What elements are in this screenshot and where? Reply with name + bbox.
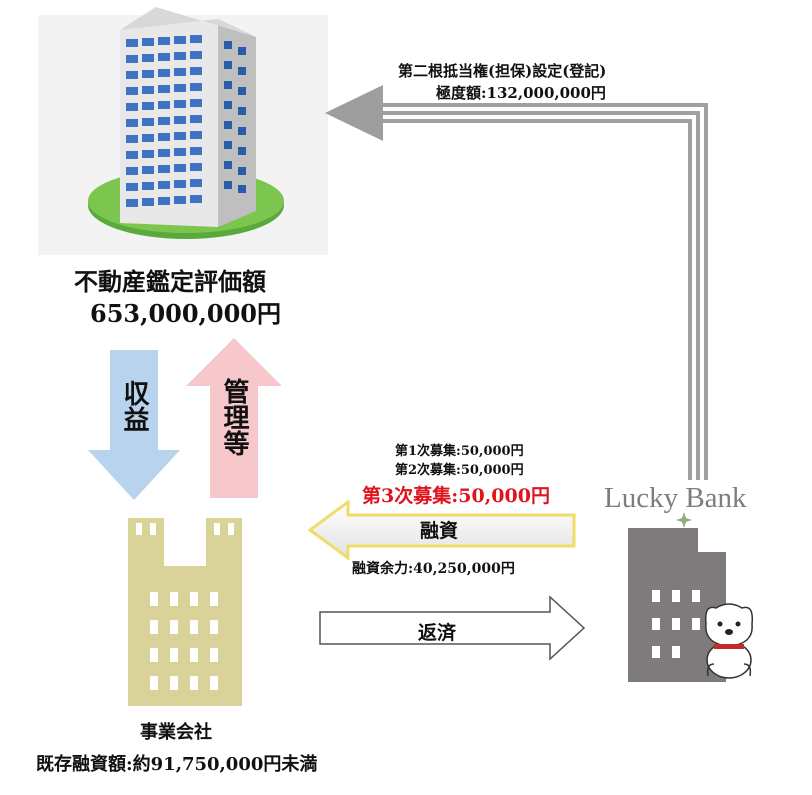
management-arrow [186, 338, 282, 498]
appraisal-value: 653,000,000円 [90, 299, 282, 328]
company-building-icon [128, 518, 242, 706]
third-recruitment: 第3次募集:50,000円 [362, 485, 550, 507]
mortgage-arrow [325, 85, 708, 480]
management-label: 管理等 [219, 378, 249, 456]
mortgage-line1: 第二根抵当権(担保)設定(登記) [398, 62, 607, 80]
financing-capacity: 融資余力:40,250,000円 [352, 561, 515, 577]
financing-label: 融資 [420, 520, 459, 542]
dog-mascot-icon [704, 603, 754, 679]
first-recruitment: 第1次募集:50,000円 [395, 444, 524, 459]
company-label: 事業会社 [140, 722, 212, 743]
second-recruitment: 第2次募集:50,000円 [395, 463, 524, 478]
existing-financing: 既存融資額:約91,750,000円未満 [36, 754, 318, 775]
appraisal-label: 不動産鑑定評価額 [74, 267, 266, 296]
bank-building-icon [628, 528, 726, 682]
income-label: 収益 [119, 380, 149, 432]
mortgage-limit: 極度額:132,000,000円 [436, 84, 606, 102]
repayment-label: 返済 [418, 622, 457, 644]
bank-name: Lucky Bank [604, 482, 747, 514]
sparkle-icon [676, 512, 692, 528]
repayment-arrow [319, 595, 586, 661]
income-arrow [88, 350, 180, 500]
financing-arrow [308, 500, 576, 560]
apartment-building-illustration [38, 7, 328, 255]
